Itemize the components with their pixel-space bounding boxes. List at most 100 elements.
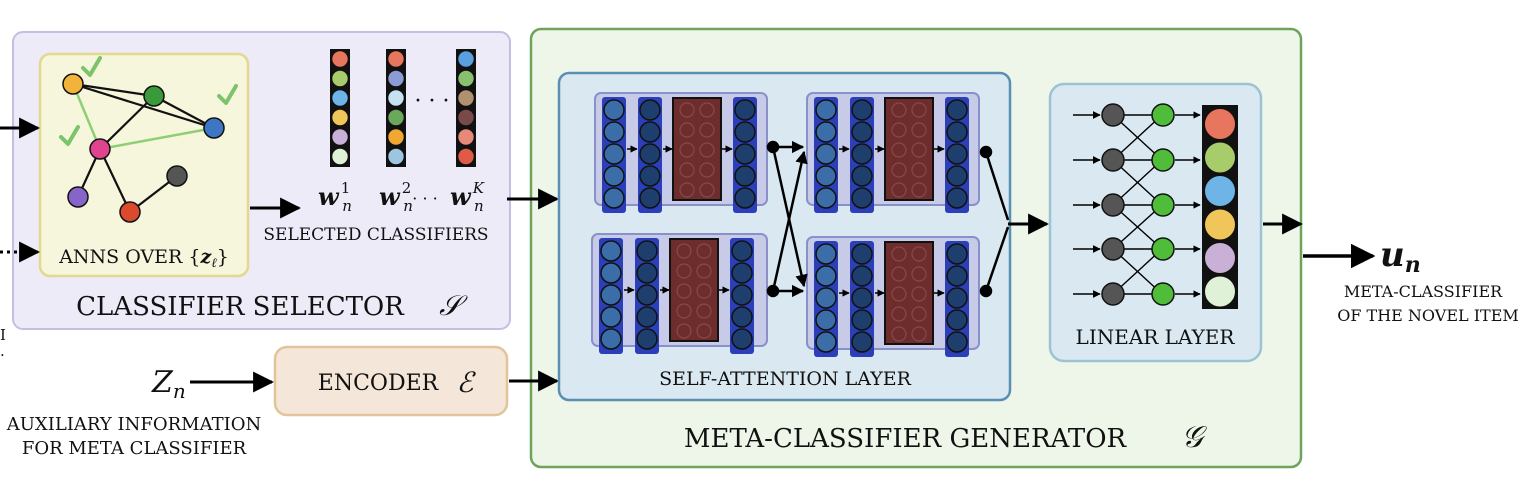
attention-connections xyxy=(766,140,1010,298)
anns-caption: ANNS OVER {zℓ} xyxy=(58,246,229,271)
weight-vector-cell xyxy=(457,69,475,88)
attention-matrix xyxy=(672,97,722,201)
neuron xyxy=(636,240,658,262)
matrix-cell xyxy=(911,326,927,342)
attention-matrix xyxy=(884,97,934,201)
matrix-cell xyxy=(696,323,712,339)
weight-vector-cell xyxy=(331,69,349,88)
weight-vector-cell xyxy=(457,108,475,127)
encoder-input-var: Zn xyxy=(151,365,186,403)
attention-matrix xyxy=(669,238,719,342)
hidden-neuron xyxy=(1101,282,1125,306)
self-attention-label: SELF-ATTENTION LAYER xyxy=(659,368,912,390)
weight-vector-cell xyxy=(387,108,405,127)
weight-vectors xyxy=(330,49,476,167)
matrix-cell xyxy=(696,283,712,299)
neuron xyxy=(815,143,837,165)
weight-vector-cell xyxy=(387,147,405,166)
neuron xyxy=(815,243,837,265)
aux-info-line2: FOR META CLASSIFIER xyxy=(22,438,247,459)
weight-vector-cell xyxy=(457,50,475,68)
neuron xyxy=(851,165,873,187)
neuron xyxy=(946,265,968,287)
neuron xyxy=(815,165,837,187)
neuron xyxy=(734,143,756,165)
output-neuron xyxy=(1151,148,1175,172)
neuron xyxy=(731,284,753,306)
matrix-cell xyxy=(891,306,907,322)
output-neuron xyxy=(1151,282,1175,306)
matrix-cell xyxy=(911,122,927,138)
matrix-cell xyxy=(911,286,927,302)
matrix-cell xyxy=(891,102,907,118)
neuron xyxy=(946,121,968,143)
neuron xyxy=(639,165,661,187)
neuron xyxy=(600,284,622,306)
matrix-cell xyxy=(911,142,927,158)
matrix-cell xyxy=(891,122,907,138)
matrix-cell xyxy=(699,182,715,198)
output-caption-line2: OF THE NOVEL ITEM xyxy=(1337,306,1519,325)
neuron xyxy=(946,243,968,265)
matrix-cell xyxy=(891,246,907,262)
output-vector-cell xyxy=(1204,108,1236,140)
matrix-cell xyxy=(911,266,927,282)
neuron xyxy=(639,121,661,143)
neuron xyxy=(815,121,837,143)
neuron xyxy=(946,165,968,187)
neuron xyxy=(851,121,873,143)
neuron xyxy=(851,265,873,287)
neuron xyxy=(734,121,756,143)
hidden-neuron xyxy=(1101,237,1125,261)
anns-box xyxy=(38,52,250,278)
matrix-cell xyxy=(891,266,907,282)
weight-label-dots: · · · xyxy=(412,189,437,208)
neuron xyxy=(815,187,837,209)
neuron xyxy=(946,309,968,331)
neuron xyxy=(636,284,658,306)
output-var: un xyxy=(1380,235,1421,278)
neuron xyxy=(734,187,756,209)
neuron xyxy=(946,187,968,209)
weights-dots: · · · xyxy=(415,89,450,114)
neuron xyxy=(600,306,622,328)
matrix-cell xyxy=(676,323,692,339)
matrix-cell xyxy=(679,162,695,178)
hidden-neuron xyxy=(1101,148,1125,172)
neuron xyxy=(851,99,873,121)
matrix-cell xyxy=(676,303,692,319)
output-neuron xyxy=(1151,237,1175,261)
neuron xyxy=(639,143,661,165)
neuron xyxy=(815,265,837,287)
neuron xyxy=(946,287,968,309)
matrix-cell xyxy=(891,142,907,158)
matrix-cell xyxy=(891,286,907,302)
neuron xyxy=(603,187,625,209)
weight-vector-cell xyxy=(457,89,475,107)
output-neuron xyxy=(1151,193,1175,217)
encoder-label: ENCODER xyxy=(318,371,440,396)
neuron xyxy=(636,306,658,328)
left-clipped-text-1: I xyxy=(0,326,6,344)
neuron xyxy=(946,143,968,165)
weight-vector-cell xyxy=(331,147,349,166)
neuron xyxy=(600,262,622,284)
weight-vector-cell xyxy=(387,89,405,107)
neuron xyxy=(731,306,753,328)
matrix-cell xyxy=(911,182,927,198)
output-vector-cell xyxy=(1204,242,1236,274)
matrix-cell xyxy=(696,263,712,279)
weight-vector-cell xyxy=(331,89,349,107)
matrix-cell xyxy=(911,162,927,178)
weight-vector-cell xyxy=(331,128,349,146)
attention-matrix xyxy=(884,241,934,345)
classifier-selector-title: CLASSIFIER SELECTOR xyxy=(76,292,405,322)
linear-layer-label: LINEAR LAYER xyxy=(1076,325,1236,349)
output-caption-line1: META-CLASSIFIER xyxy=(1344,282,1503,301)
check-icon xyxy=(59,56,238,146)
matrix-cell xyxy=(699,102,715,118)
weight-vector-cell xyxy=(387,69,405,88)
